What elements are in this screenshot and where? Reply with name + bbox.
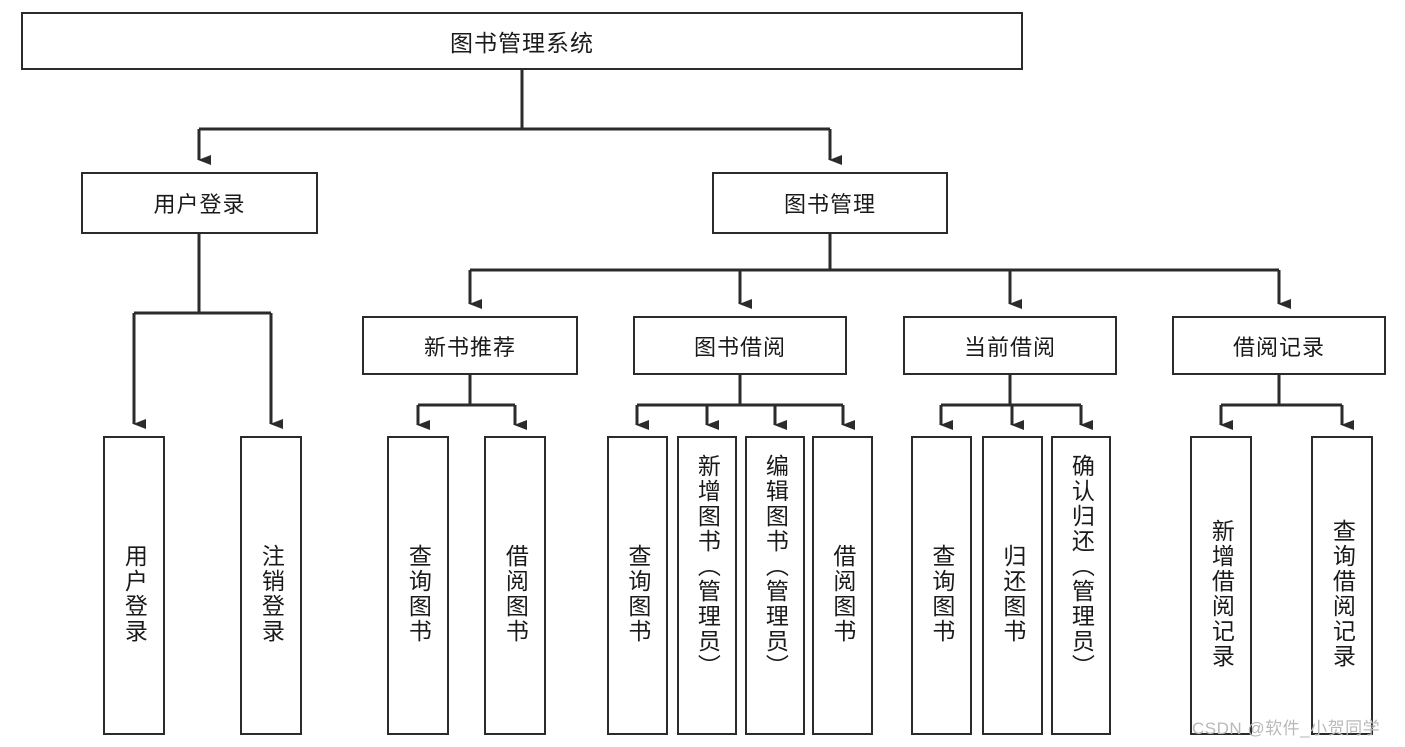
node-root[interactable]: 图书管理系统	[21, 12, 1023, 70]
node-root-label: 图书管理系统	[450, 30, 594, 56]
node-current-borrow[interactable]: 当前借阅	[903, 316, 1117, 375]
node-leaf-bb-borrow-label: 借阅图书	[829, 543, 856, 644]
node-leaf-rec-borrow-label: 借阅图书	[502, 543, 529, 644]
node-new-book-recommend[interactable]: 新书推荐	[362, 316, 578, 375]
node-borrow-record[interactable]: 借阅记录	[1172, 316, 1386, 375]
node-leaf-bb-query[interactable]: 查询图书	[607, 436, 668, 735]
node-book-manage-label: 图书管理	[783, 192, 876, 217]
node-current-borrow-label: 当前借阅	[963, 334, 1056, 360]
node-borrow-record-label: 借阅记录	[1232, 334, 1325, 360]
node-new-book-recommend-label: 新书推荐	[423, 334, 516, 360]
edge-group-book-borrow	[635, 375, 855, 430]
watermark-text: CSDN @软件_小贺同学	[1192, 719, 1381, 738]
node-leaf-cb-query[interactable]: 查询图书	[911, 436, 972, 735]
node-leaf-bb-add-label: 新增图书（管理员）	[694, 454, 721, 679]
node-leaf-bb-query-label: 查询图书	[624, 543, 651, 644]
node-book-manage[interactable]: 图书管理	[712, 172, 948, 234]
node-user-login[interactable]: 用户登录	[81, 172, 318, 234]
node-leaf-cb-query-label: 查询图书	[928, 543, 955, 644]
node-leaf-user-login[interactable]: 用户登录	[103, 436, 165, 735]
edge-group-borrow-record	[1219, 375, 1354, 430]
node-book-borrow[interactable]: 图书借阅	[633, 316, 847, 375]
node-leaf-bb-add[interactable]: 新增图书（管理员）	[677, 436, 737, 735]
node-leaf-br-query[interactable]: 查询借阅记录	[1311, 436, 1373, 735]
node-leaf-bb-edit-label: 编辑图书（管理员）	[762, 454, 789, 679]
node-leaf-cb-return[interactable]: 归还图书	[982, 436, 1043, 735]
node-leaf-user-login-label: 用户登录	[121, 543, 148, 644]
node-leaf-cb-return-label: 归还图书	[999, 543, 1026, 644]
node-leaf-rec-query-label: 查询图书	[405, 543, 432, 644]
node-leaf-cb-confirm-label: 确认归还（管理员）	[1068, 454, 1095, 679]
node-leaf-user-logout-label: 注销登录	[258, 543, 285, 644]
node-leaf-user-logout[interactable]: 注销登录	[240, 436, 302, 735]
node-leaf-br-query-label: 查询借阅记录	[1329, 518, 1356, 669]
node-leaf-br-add-label: 新增借阅记录	[1208, 518, 1235, 669]
edge-group-user-login	[132, 234, 283, 429]
node-book-borrow-label: 图书借阅	[693, 334, 786, 360]
edge-group-new-book-recommend	[416, 375, 527, 430]
edge-group-root	[197, 70, 842, 165]
node-leaf-rec-borrow[interactable]: 借阅图书	[484, 436, 546, 735]
node-leaf-bb-edit[interactable]: 编辑图书（管理员）	[745, 436, 805, 735]
node-leaf-rec-query[interactable]: 查询图书	[387, 436, 449, 735]
node-leaf-bb-borrow[interactable]: 借阅图书	[812, 436, 873, 735]
node-leaf-br-add[interactable]: 新增借阅记录	[1190, 436, 1252, 735]
node-leaf-cb-confirm[interactable]: 确认归还（管理员）	[1051, 436, 1111, 735]
edge-group-current-borrow	[939, 375, 1093, 430]
node-user-login-label: 用户登录	[153, 192, 246, 217]
edge-group-book-manage	[468, 234, 1291, 309]
